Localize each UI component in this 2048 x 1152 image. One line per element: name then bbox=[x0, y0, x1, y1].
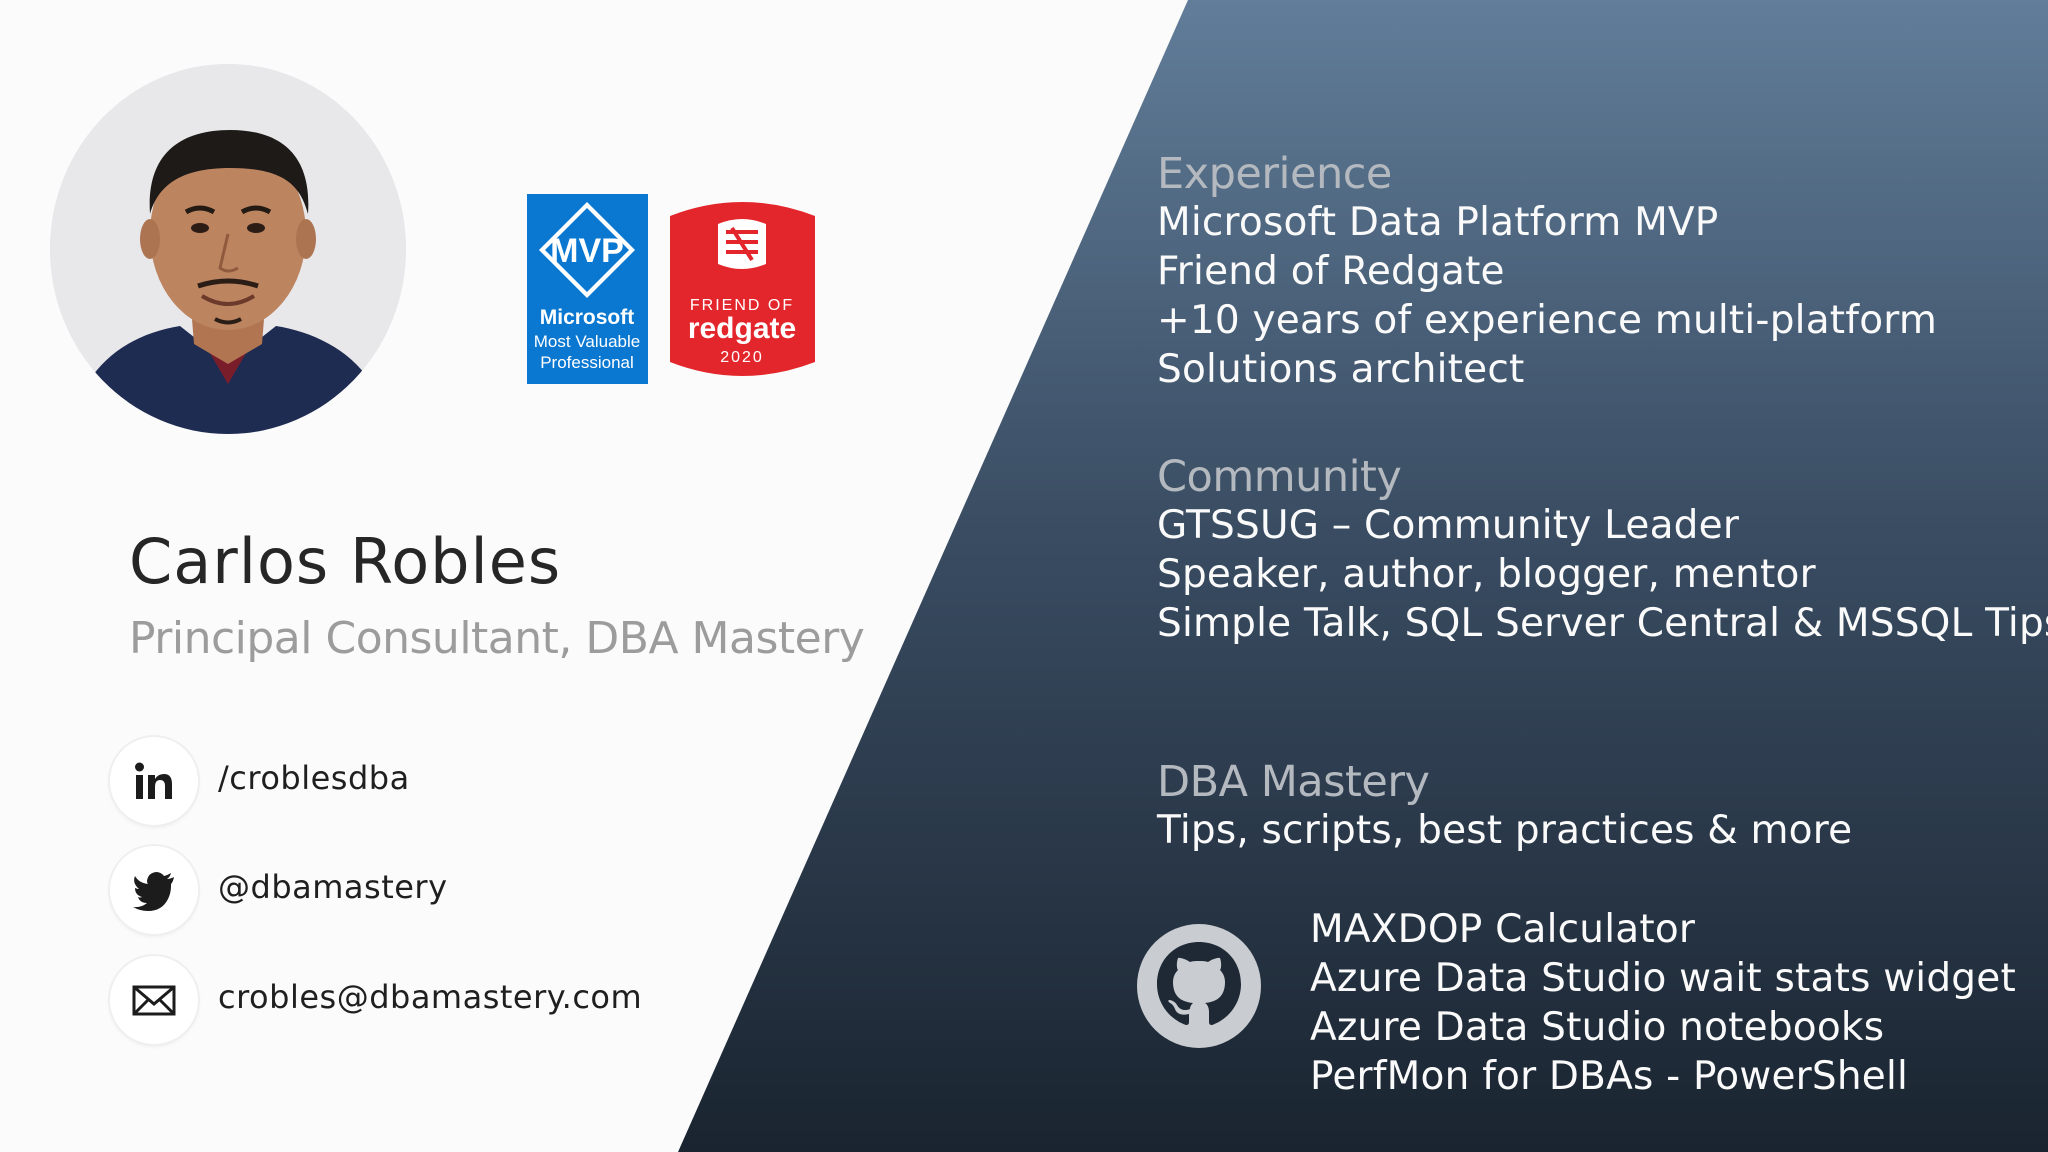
section-heading: DBA Mastery bbox=[1157, 757, 1430, 807]
mvp-line3: Professional bbox=[540, 353, 634, 372]
profile-photo bbox=[50, 64, 406, 434]
section-line: Friend of Redgate bbox=[1157, 249, 1505, 294]
social-linkedin[interactable]: /croblesdba bbox=[110, 737, 590, 827]
section-line: Microsoft Data Platform MVP bbox=[1157, 200, 1719, 245]
section-line: Speaker, author, blogger, mentor bbox=[1157, 552, 1816, 597]
github-icon bbox=[1137, 924, 1261, 1048]
section-line: Tips, scripts, best practices & more bbox=[1157, 808, 1853, 853]
section-line: GTSSUG – Community Leader bbox=[1157, 503, 1740, 548]
redgate-year: 2020 bbox=[720, 349, 764, 366]
social-twitter[interactable]: @dbamastery bbox=[110, 846, 590, 936]
email-address[interactable]: crobles@dbamastery.com bbox=[218, 978, 643, 1016]
mvp-logo-text: MVP bbox=[550, 232, 624, 270]
section-heading: Community bbox=[1157, 452, 1402, 502]
social-email[interactable]: crobles@dbamastery.com bbox=[110, 956, 642, 1046]
redgate-brand: redgate bbox=[688, 312, 796, 345]
github-project: Azure Data Studio wait stats widget bbox=[1310, 956, 2016, 1001]
github-projects: MAXDOP Calculator Azure Data Studio wait… bbox=[1310, 905, 2016, 1101]
twitter-icon bbox=[133, 872, 174, 911]
section-line: +10 years of experience multi-platform bbox=[1157, 298, 1938, 343]
profile-name: Carlos Robles bbox=[129, 525, 562, 598]
section-line: Solutions architect bbox=[1157, 347, 1525, 392]
linkedin-handle[interactable]: /croblesdba bbox=[218, 759, 410, 797]
section-line: Simple Talk, SQL Server Central & MSSQL … bbox=[1157, 601, 2048, 646]
github-project: Azure Data Studio notebooks bbox=[1310, 1005, 1885, 1050]
redgate-db-icon bbox=[718, 219, 766, 269]
mvp-badge: MVP Microsoft Most Valuable Professional bbox=[527, 194, 648, 384]
mvp-line2: Most Valuable bbox=[534, 332, 640, 351]
section-heading: Experience bbox=[1157, 149, 1392, 199]
section-community: Community GTSSUG – Community Leader Spea… bbox=[1157, 453, 2048, 648]
mvp-line1: Microsoft bbox=[540, 306, 635, 329]
linkedin-icon bbox=[135, 762, 172, 799]
redgate-badge: FRIEND OF redgate 2020 bbox=[670, 194, 815, 384]
github-project: PerfMon for DBAs - PowerShell bbox=[1310, 1054, 1909, 1099]
redgate-line1: FRIEND OF bbox=[690, 297, 794, 314]
github-project: MAXDOP Calculator bbox=[1310, 907, 1696, 952]
section-dba-mastery: DBA Mastery Tips, scripts, best practice… bbox=[1157, 758, 1852, 855]
twitter-handle[interactable]: @dbamastery bbox=[218, 868, 448, 906]
section-experience: Experience Microsoft Data Platform MVP F… bbox=[1157, 150, 1937, 394]
mail-icon bbox=[132, 985, 176, 1016]
dark-diagonal-panel bbox=[678, 0, 2048, 1152]
profile-title: Principal Consultant, DBA Mastery bbox=[129, 613, 865, 664]
